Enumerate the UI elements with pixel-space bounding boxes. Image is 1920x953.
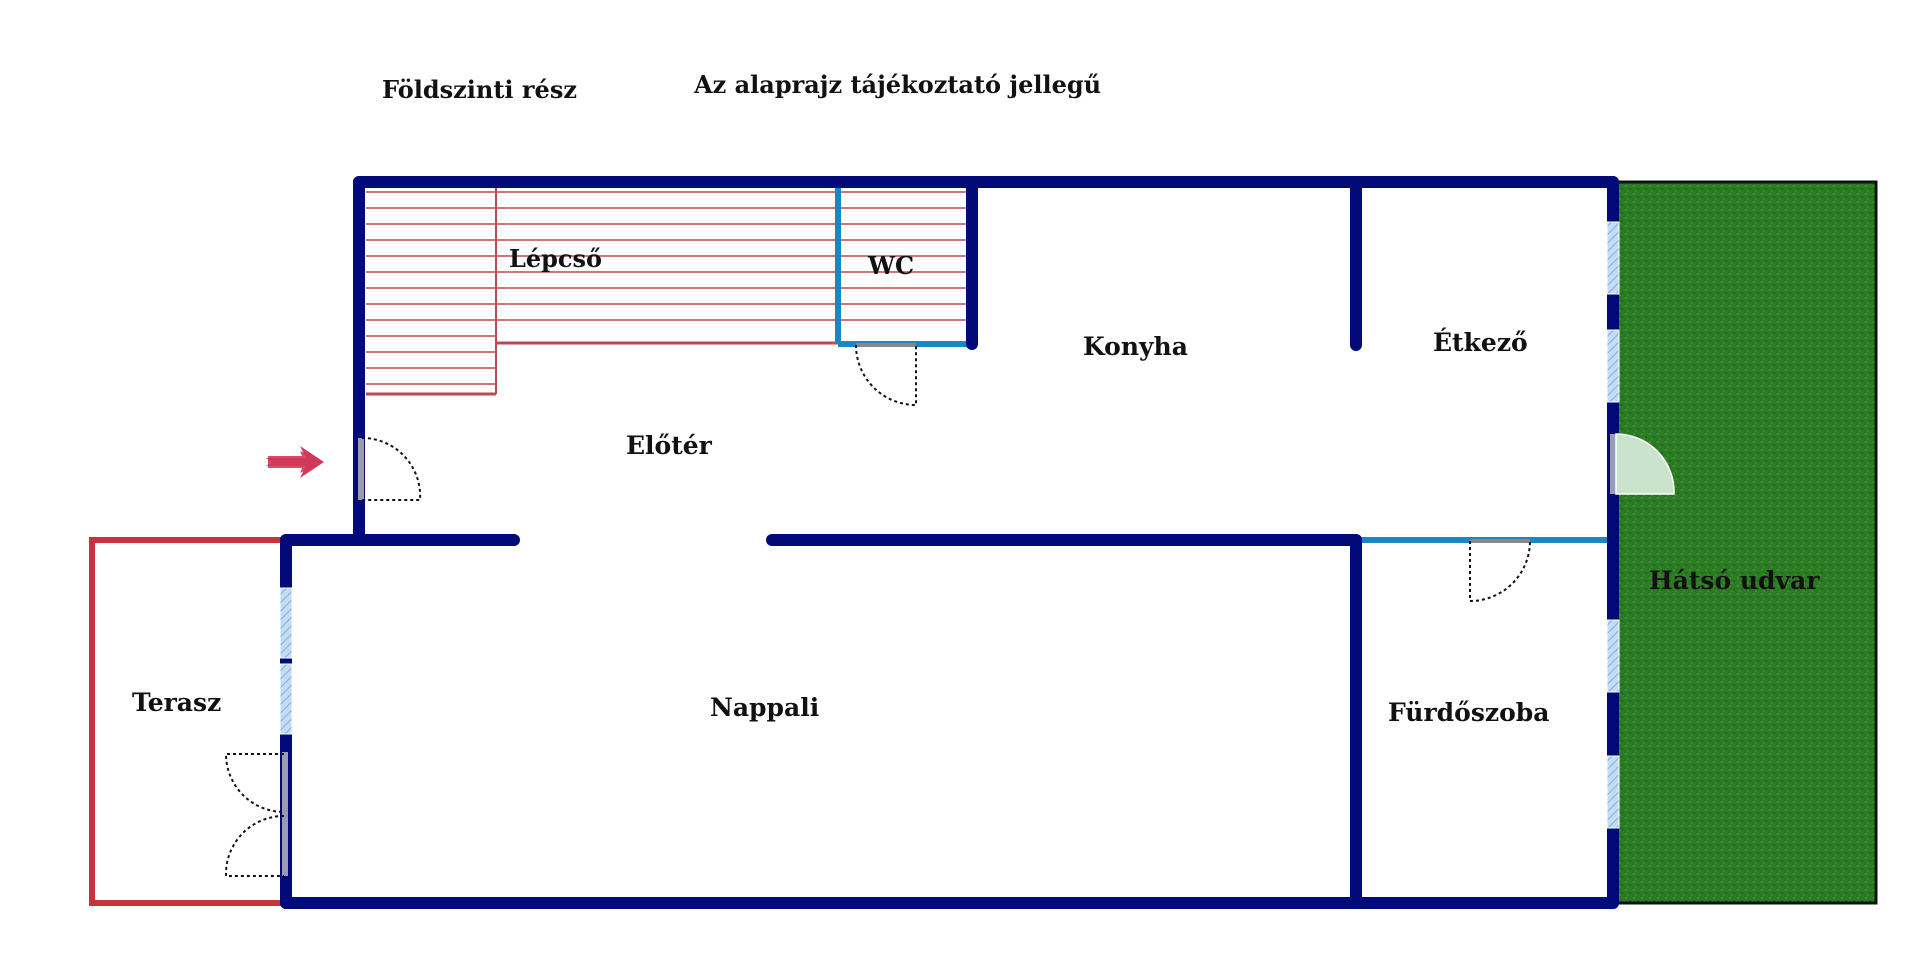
room-label-etkezo: Étkező <box>1433 328 1528 357</box>
backyard-door <box>1610 433 1675 495</box>
room-label-hatso-udvar: Hátsó udvar <box>1649 566 1820 595</box>
room-label-nappali: Nappali <box>710 693 819 722</box>
disclaimer-text: Az alaprajz tájékoztató jellegű <box>693 70 1101 99</box>
door-swing-icon <box>224 343 1531 877</box>
entrance-arrow-icon <box>266 446 324 478</box>
terrace-outline <box>89 537 286 906</box>
room-label-furdoszoba: Fürdőszoba <box>1388 698 1549 727</box>
window-icon <box>279 221 1620 829</box>
room-label-eloter: Előtér <box>626 431 713 460</box>
room-label-konyha: Konyha <box>1083 332 1188 361</box>
staircase <box>366 188 968 396</box>
room-label-wc: WC <box>867 251 914 280</box>
room-label-lepcso: Lépcső <box>509 244 602 273</box>
backyard-area <box>1611 180 1878 905</box>
room-label-terasz: Terasz <box>132 688 221 717</box>
section-title: Földszinti rész <box>382 75 577 104</box>
